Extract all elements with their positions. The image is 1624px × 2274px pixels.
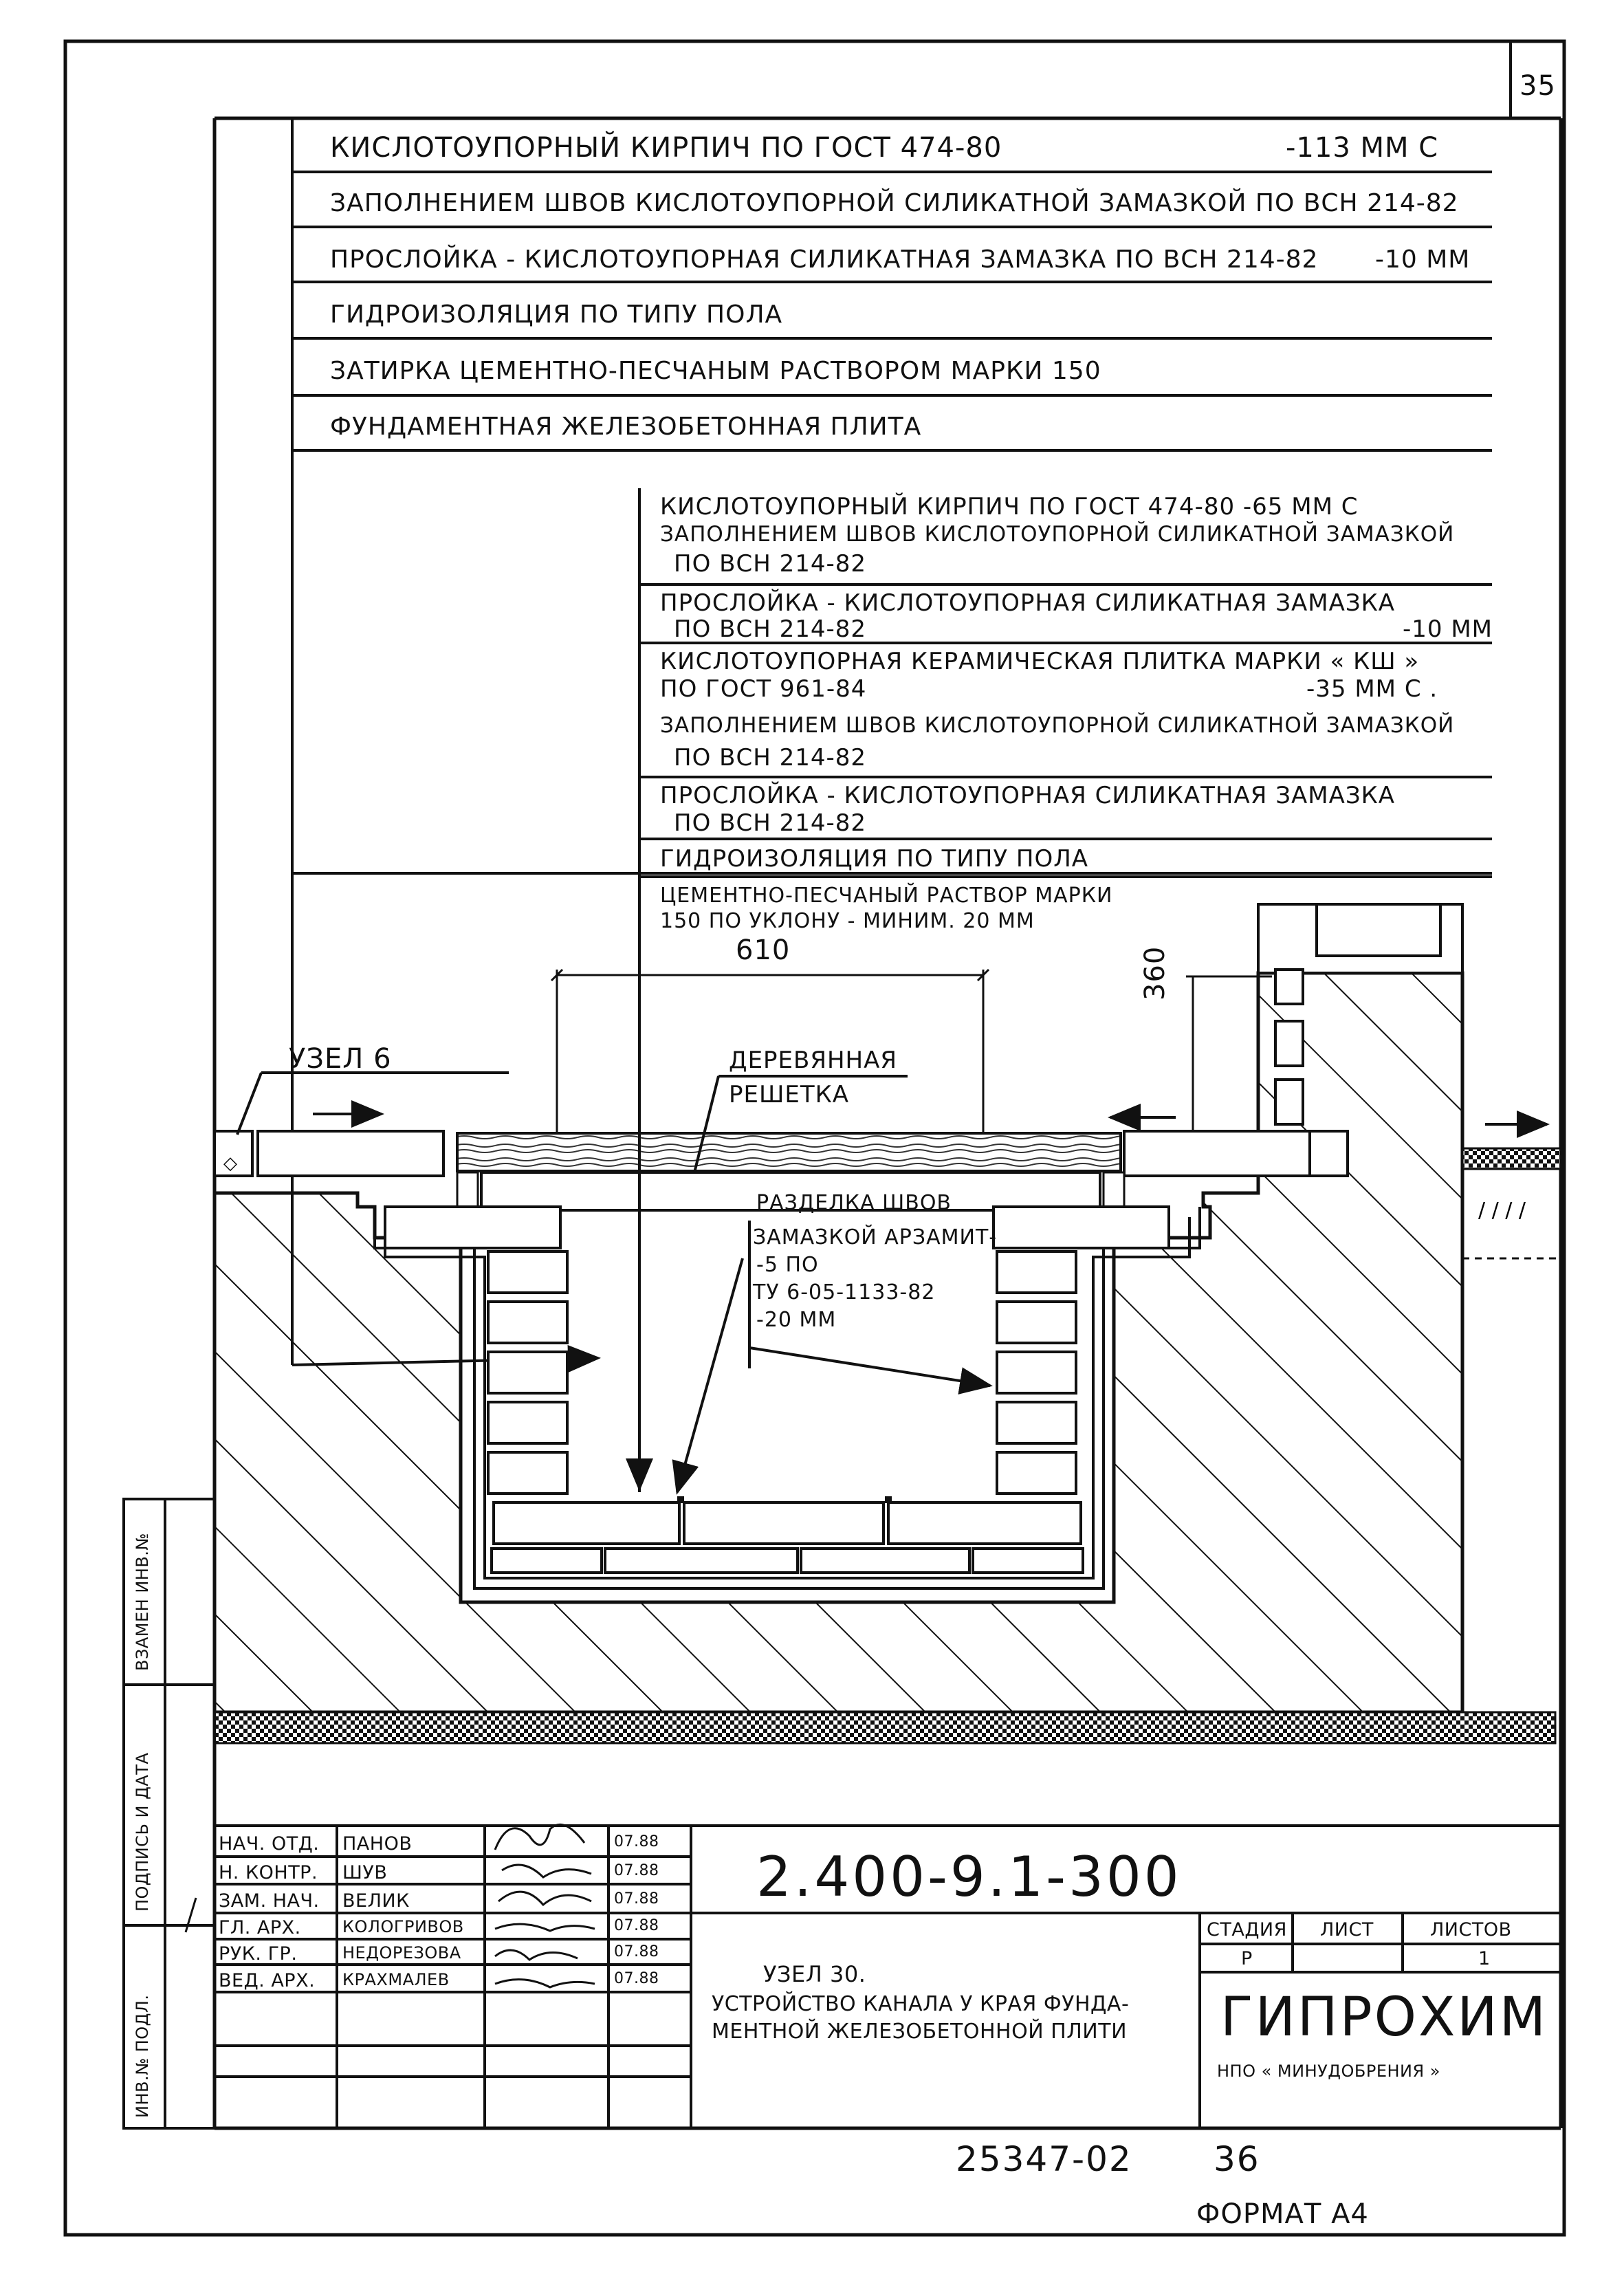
tb-name-2: ВЕЛИК xyxy=(342,1890,410,1912)
channel-inter2-1: ПРОСЛОЙКА - КИСЛОТОУПОРНАЯ СИЛИКАТНАЯ ЗА… xyxy=(660,782,1396,809)
channel-tile-dim: -35 ММ С . xyxy=(1306,675,1438,703)
layer-brick-dim: -113 ММ С xyxy=(1286,132,1439,164)
channel-inter1-2: ПО ВСН 214-82 xyxy=(674,615,867,643)
label-joint-1: РАЗДЕЛКА ШВОВ xyxy=(756,1191,952,1215)
side-stamp-frame xyxy=(122,1498,216,2130)
tb-date-3: 07.88 xyxy=(614,1917,659,1934)
title-block-grid xyxy=(215,1824,1561,2128)
tb-role-1: Н. КОНТР. xyxy=(219,1862,318,1883)
floor-bricks xyxy=(213,968,1349,1177)
tb-date-1: 07.88 xyxy=(614,1862,659,1879)
tb-role-0: НАЧ. ОТД. xyxy=(219,1833,320,1855)
tb-date-0: 07.88 xyxy=(614,1833,659,1850)
channel-brick-3: ПО ВСН 214-82 xyxy=(674,550,867,578)
layer-screed: ЗАТИРКА ЦЕМЕНТНО-ПЕСЧАНЫМ РАСТВОРОМ МАРК… xyxy=(330,357,1101,385)
org-name: ГИПРОХИМ xyxy=(1220,1987,1548,2048)
channel-tile-1: КИСЛОТОУПОРНАЯ КЕРАМИЧЕСКАЯ ПЛИТКА МАРКИ… xyxy=(660,648,1420,675)
outer-frame xyxy=(63,39,1566,2237)
tb-name-4: НЕДОРЕЗОВА xyxy=(342,1943,461,1963)
footer-format: ФОРМАТ А4 xyxy=(1196,2198,1369,2230)
org-sub: НПО « МИНУДОБРЕНИЯ » xyxy=(1217,2062,1440,2081)
doc-code: 2.400-9.1-300 xyxy=(756,1845,1182,1909)
tb-name-5: КРАХМАЛЕВ xyxy=(342,1970,450,1989)
layer-joints: ЗАПОЛНЕНИЕМ ШВОВ КИСЛОТОУПОРНОЙ СИЛИКАТН… xyxy=(330,189,1459,217)
dim-width: 610 xyxy=(736,934,791,966)
col-sheet: ЛИСТ xyxy=(1320,1919,1374,1940)
sheets-value: 1 xyxy=(1478,1948,1491,1969)
channel-inter1-dim: -10 ММ xyxy=(1403,615,1493,643)
channel-lining xyxy=(373,1207,1201,1590)
channel-bricks xyxy=(487,1250,1084,1574)
label-node: УЗЕЛ 6 xyxy=(289,1043,392,1075)
tb-date-4: 07.88 xyxy=(614,1943,659,1960)
svg-text:◇: ◇ xyxy=(223,1153,237,1174)
wooden-grate xyxy=(456,1132,1122,1172)
layer-interlayer: ПРОСЛОЙКА - КИСЛОТОУПОРНАЯ СИЛИКАТНАЯ ЗА… xyxy=(330,245,1319,274)
tb-role-5: ВЕД. АРХ. xyxy=(219,1970,316,1991)
channel-inter1-1: ПРОСЛОЙКА - КИСЛОТОУПОРНАЯ СИЛИКАТНАЯ ЗА… xyxy=(660,589,1396,617)
tb-name-1: ШУВ xyxy=(342,1862,388,1883)
channel-tile-3: ЗАПОЛНЕНИЕМ ШВОВ КИСЛОТОУПОРНОЙ СИЛИКАТН… xyxy=(660,713,1455,738)
footer-code: 25347-02 xyxy=(956,2139,1132,2179)
tb-role-3: ГЛ. АРХ. xyxy=(219,1917,301,1938)
layer-waterproofing: ГИДРОИЗОЛЯЦИЯ ПО ТИПУ ПОЛА xyxy=(330,300,783,329)
title-line-3: МЕНТНОЙ ЖЕЛЕЗОБЕТОННОЙ ПЛИТИ xyxy=(712,2020,1128,2044)
signatures xyxy=(494,1823,595,1989)
layer-interlayer-dim: -10 ММ xyxy=(1375,245,1471,274)
label-grate-1: ДЕРЕВЯННАЯ xyxy=(729,1047,897,1074)
channel-tile-2: ПО ГОСТ 961-84 xyxy=(660,675,867,703)
label-grate-2: РЕШЕТКА xyxy=(729,1081,849,1108)
channel-inter2-2: ПО ВСН 214-82 xyxy=(674,809,867,837)
tb-name-0: ПАНОВ xyxy=(342,1833,413,1855)
title-line-2: УСТРОЙСТВО КАНАЛА У КРАЯ ФУНДА- xyxy=(712,1992,1130,2016)
side-stamp-replaces: ВЗАМЕН ИНВ.№ xyxy=(133,1533,152,1671)
side-stamp-signature: ПОДПИСЬ И ДАТА xyxy=(133,1752,152,1912)
channel-mortar-2: 150 ПО УКЛОНУ - МИНИМ. 20 ММ xyxy=(660,909,1035,933)
channel-mortar-1: ЦЕМЕНТНО-ПЕСЧАНЫЙ РАСТВОР МАРКИ xyxy=(660,884,1113,908)
col-sheets: ЛИСТОВ xyxy=(1430,1919,1512,1940)
channel-tile-4: ПО ВСН 214-82 xyxy=(674,744,867,772)
label-joint-3: -5 ПО xyxy=(756,1253,819,1277)
channel-brick-2: ЗАПОЛНЕНИЕМ ШВОВ КИСЛОТОУПОРНОЙ СИЛИКАТН… xyxy=(660,522,1455,547)
tb-name-3: КОЛОГРИВОВ xyxy=(342,1917,464,1936)
footer-page: 36 xyxy=(1214,2139,1260,2179)
label-joint-2: ЗАМАЗКОЙ АРЗАМИТ- xyxy=(753,1225,998,1249)
stage-value: Р xyxy=(1241,1948,1253,1969)
channel-brick-1: КИСЛОТОУПОРНЫЙ КИРПИЧ ПО ГОСТ 474-80 -65… xyxy=(660,493,1359,521)
dim-height: 360 xyxy=(1139,945,1171,1001)
sheet-number: 35 xyxy=(1519,70,1556,102)
title-line-1: УЗЕЛ 30. xyxy=(763,1961,866,1987)
tb-date-5: 07.88 xyxy=(614,1970,659,1987)
tb-role-2: ЗАМ. НАЧ. xyxy=(219,1890,320,1912)
label-joint-5: -20 ММ xyxy=(756,1308,837,1332)
layer-foundation: ФУНДАМЕНТНАЯ ЖЕЛЕЗОБЕТОННАЯ ПЛИТА xyxy=(330,413,922,441)
channel-waterproof: ГИДРОИЗОЛЯЦИЯ ПО ТИПУ ПОЛА xyxy=(660,845,1089,873)
svg-text:/ / / /: / / / / xyxy=(1478,1199,1526,1223)
gravel-strip xyxy=(213,1711,1557,1745)
tb-role-4: РУК. ГР. xyxy=(219,1943,298,1965)
tb-date-2: 07.88 xyxy=(614,1890,659,1907)
label-joint-4: ТУ 6-05-1133-82 xyxy=(753,1280,936,1304)
col-stage: СТАДИЯ xyxy=(1207,1919,1287,1940)
top-layer-lines xyxy=(291,118,1492,1169)
side-stamp-inv: ИНВ.№ ПОДЛ. xyxy=(133,1994,152,2118)
layer-brick: КИСЛОТОУПОРНЫЙ КИРПИЧ ПО ГОСТ 474-80 xyxy=(330,132,1002,164)
